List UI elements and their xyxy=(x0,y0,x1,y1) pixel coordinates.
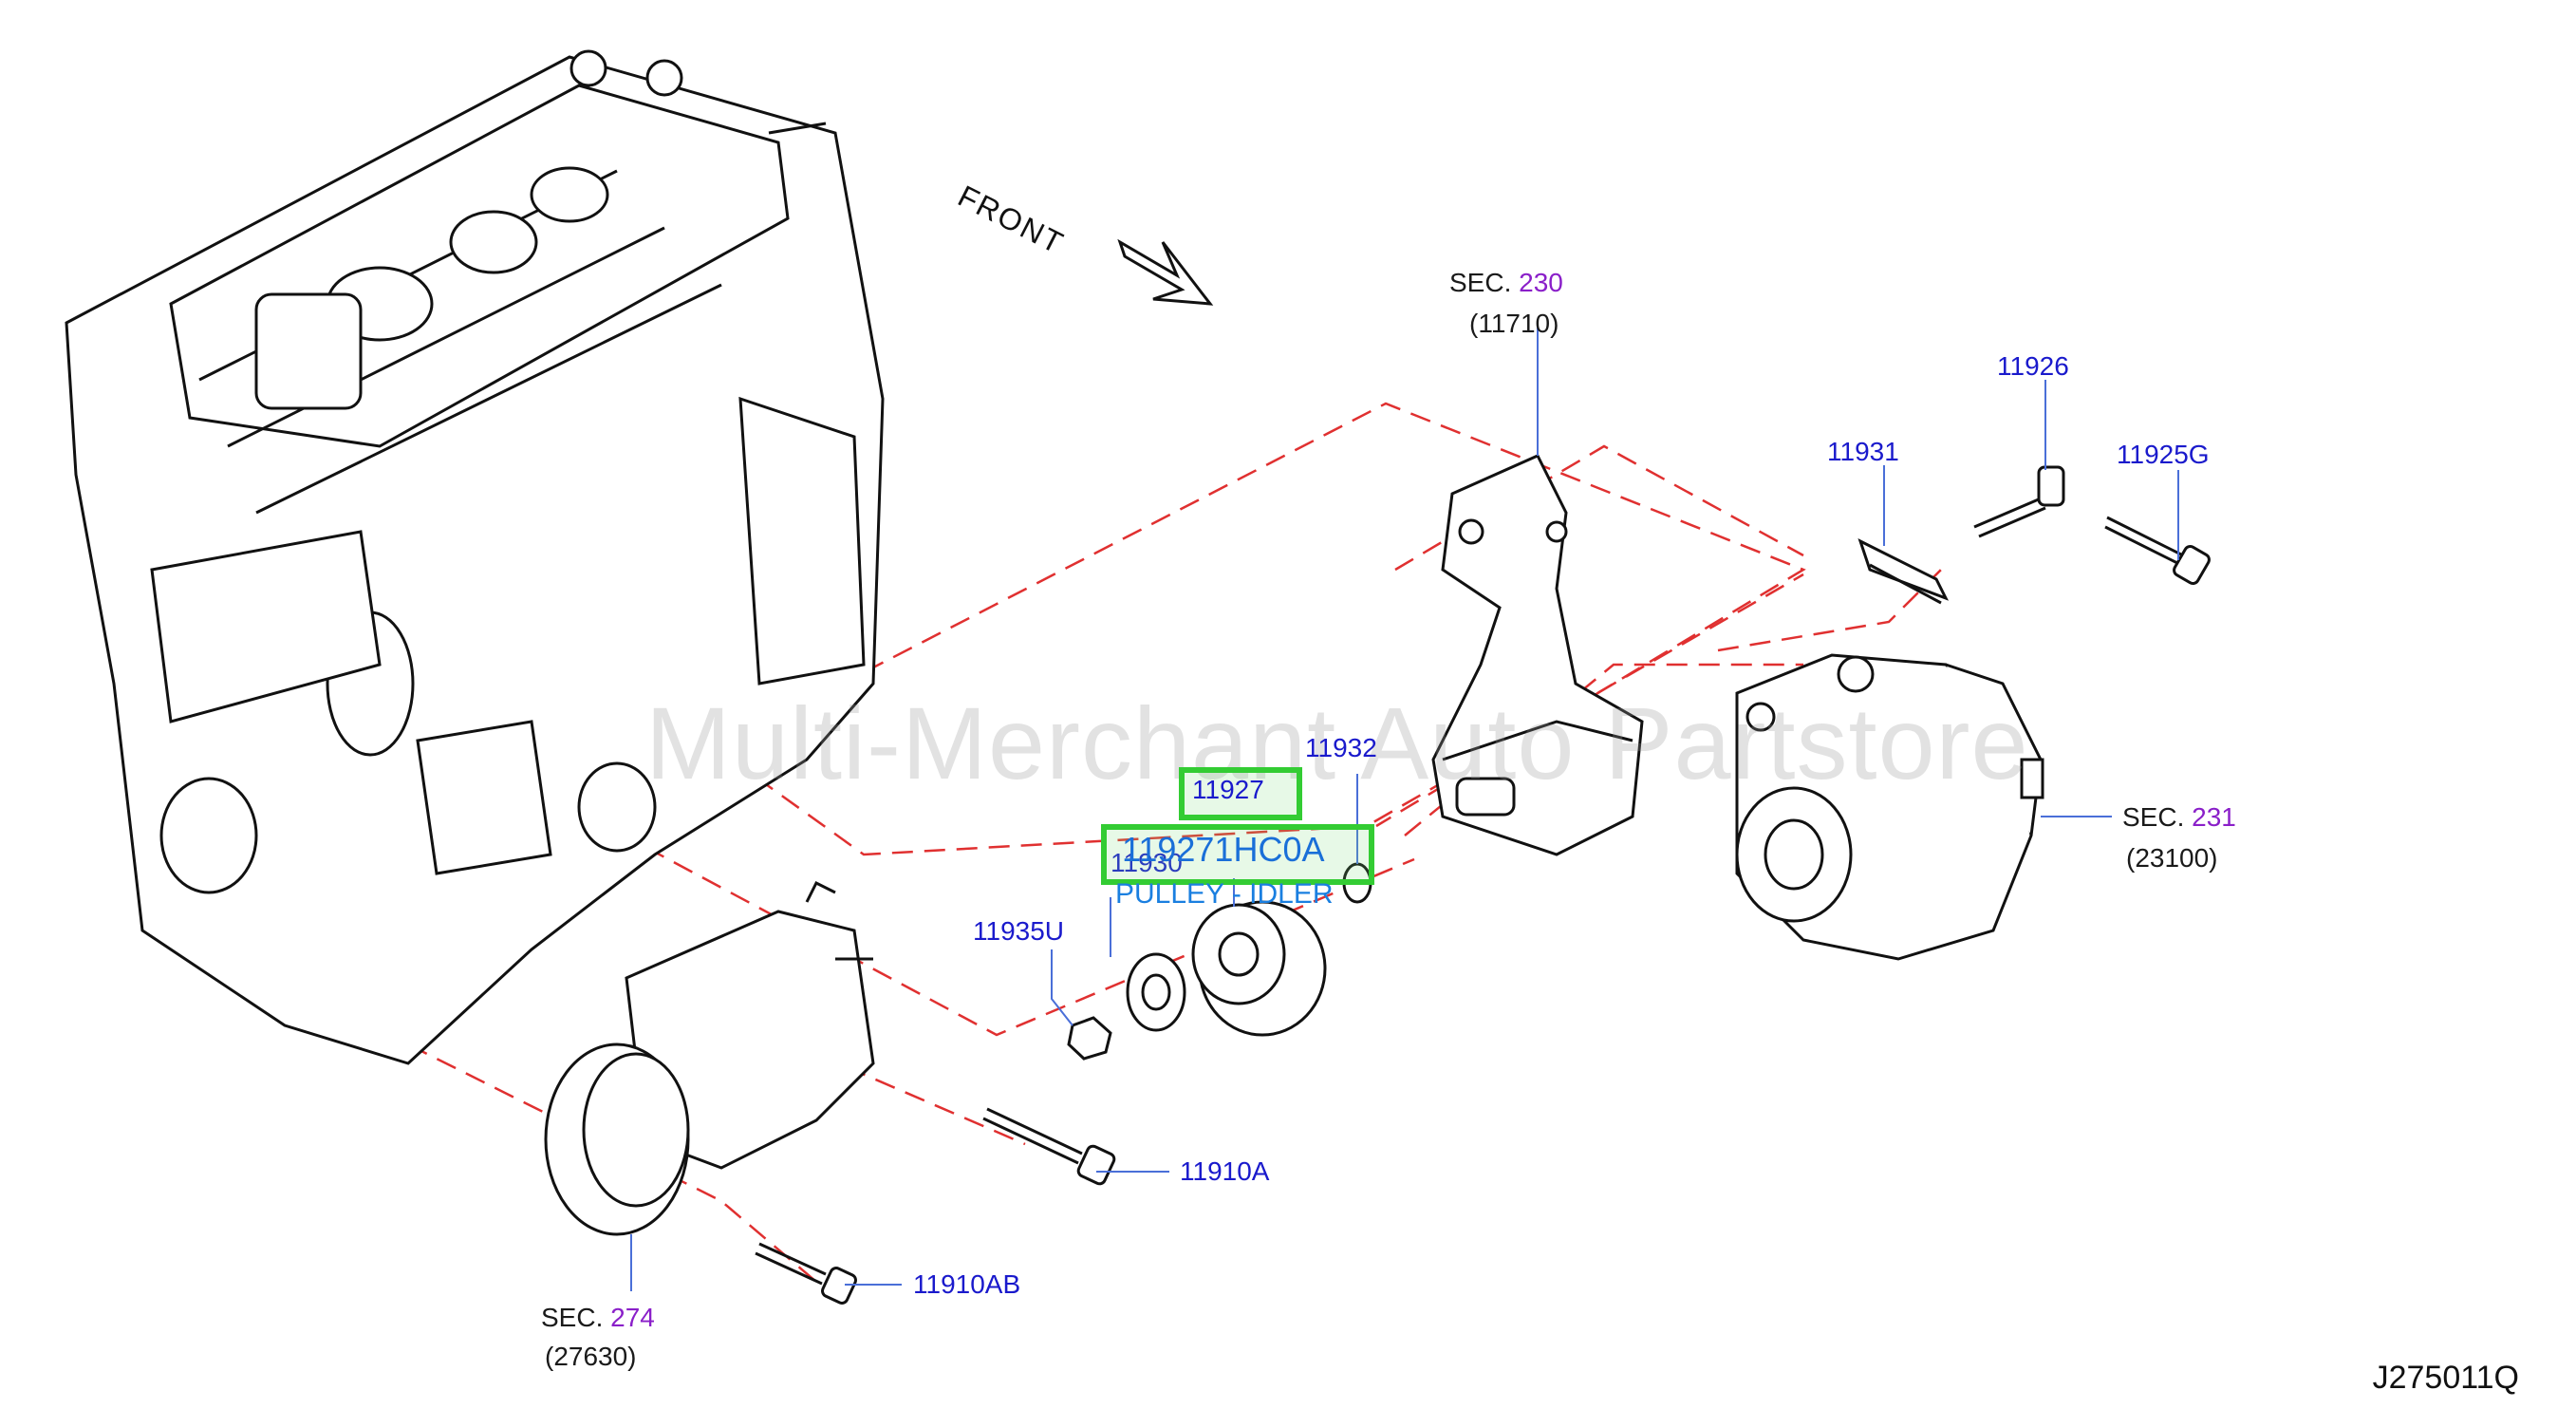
highlight-box-11927 xyxy=(1179,767,1302,820)
section-prefix: SEC. xyxy=(2122,802,2185,832)
watermark: Multi-Merchant Auto Partstore xyxy=(645,686,2029,800)
bolt-11925G xyxy=(2104,516,2211,586)
mounting-bracket xyxy=(1431,454,1644,856)
bolt-11910AB xyxy=(755,1242,857,1305)
section-274-part: (27630) xyxy=(545,1342,637,1371)
section-number: 231 xyxy=(2192,802,2236,832)
highlight-part-number[interactable]: 119271HC0A xyxy=(1122,830,1325,869)
section-231-part: (23100) xyxy=(2126,843,2218,873)
section-230-label[interactable]: SEC. 230 xyxy=(1449,268,1563,298)
alternator xyxy=(1735,653,2044,961)
callout-11910AB[interactable]: 11910AB xyxy=(913,1269,1021,1299)
section-number: 274 xyxy=(610,1303,655,1332)
bolt-11910A xyxy=(982,1107,1116,1186)
front-arrow-icon xyxy=(1117,238,1214,306)
engine-block xyxy=(65,49,885,1065)
highlight-box-part-number xyxy=(1101,824,1374,885)
highlight-part-description: PULLEY - IDLER xyxy=(1115,878,1334,910)
section-231-label[interactable]: SEC. 231 xyxy=(2122,802,2236,833)
ac-compressor xyxy=(544,880,875,1236)
callout-11935U[interactable]: 11935U xyxy=(973,916,1065,946)
section-prefix: SEC. xyxy=(1449,268,1512,297)
diagram-code: J275011Q xyxy=(2372,1360,2519,1396)
nut-11935U xyxy=(1067,1016,1112,1061)
callout-11925G[interactable]: 11925G xyxy=(2117,440,2210,469)
callout-11931[interactable]: 11931 xyxy=(1827,437,1899,466)
callout-11910A[interactable]: 11910A xyxy=(1180,1156,1270,1186)
section-number: 230 xyxy=(1519,268,1563,297)
bolt-11926 xyxy=(1973,465,2065,538)
callout-11926[interactable]: 11926 xyxy=(1997,351,2069,381)
plate-11931 xyxy=(1857,538,1950,605)
callout-11927[interactable]: 11927 xyxy=(1192,775,1264,804)
callout-11932[interactable]: 11932 xyxy=(1305,733,1377,762)
washer-11930 xyxy=(1126,952,1186,1032)
idler-pulley xyxy=(1191,900,1327,1037)
section-274-label[interactable]: SEC. 274 xyxy=(541,1303,655,1333)
section-230-part: (11710) xyxy=(1469,309,1559,338)
section-prefix: SEC. xyxy=(541,1303,604,1332)
callout-11930[interactable]: 11930 xyxy=(1111,848,1183,877)
